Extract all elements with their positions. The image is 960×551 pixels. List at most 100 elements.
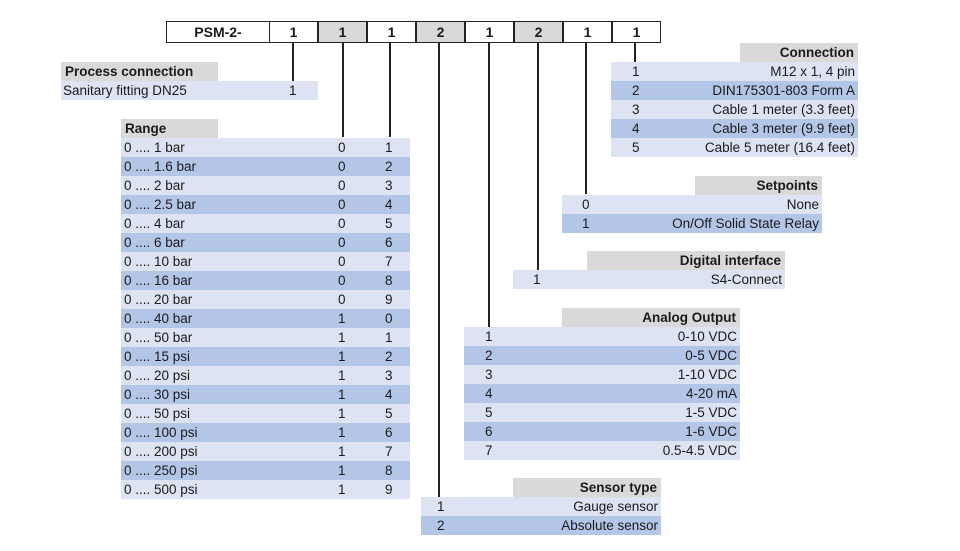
range-label: 0 .... 500 psi (124, 482, 198, 497)
range-code-second: 0 (385, 311, 393, 326)
range-code-second: 3 (385, 368, 393, 383)
range-label: 0 .... 40 bar (124, 311, 193, 326)
code-digit-5: 1 (465, 21, 514, 43)
analog-output-label: 1-6 VDC (685, 424, 737, 439)
connection-code: 1 (632, 64, 640, 79)
code-digit-7: 1 (563, 21, 612, 43)
analog-output-code: 2 (485, 348, 493, 363)
analog-output-label: 0.5-4.5 VDC (662, 443, 737, 458)
setpoints-code: 0 (582, 197, 590, 212)
connection-code: 2 (632, 83, 640, 98)
analog-output-code: 1 (485, 329, 493, 344)
sensor-type-label: Absolute sensor (561, 518, 658, 533)
sensor-type-label: Gauge sensor (573, 499, 658, 514)
range-code-first: 1 (338, 349, 346, 364)
setpoints-row: 0 None (562, 195, 822, 214)
connection-row: 4 Cable 3 meter (9.9 feet) (611, 119, 858, 138)
range-code-second: 4 (385, 197, 393, 212)
analog-output-label: 1-10 VDC (677, 367, 737, 382)
range-code-first: 0 (338, 235, 346, 250)
range-code-second: 6 (385, 425, 393, 440)
setpoints-label: On/Off Solid State Relay (672, 216, 819, 231)
connection-label: DIN175301-803 Form A (712, 83, 855, 98)
setpoints-title: Setpoints (695, 176, 822, 195)
range-row: 0 .... 200 psi 1 7 (121, 442, 410, 461)
connector-line-5 (488, 43, 490, 327)
connection-row: 2 DIN175301-803 Form A (611, 81, 858, 100)
range-code-first: 0 (338, 140, 346, 155)
range-code-first: 0 (338, 254, 346, 269)
range-label: 0 .... 50 psi (124, 406, 191, 421)
sensor-type-code: 1 (437, 499, 445, 514)
connector-line-7 (585, 43, 587, 194)
range-label: 0 .... 200 psi (124, 444, 198, 459)
analog-output-code: 6 (485, 424, 493, 439)
range-code-second: 5 (385, 216, 393, 231)
range-label: 0 .... 6 bar (124, 235, 185, 250)
code-digit-6: 2 (514, 21, 563, 43)
range-label: 0 .... 15 psi (124, 349, 191, 364)
analog-output-code: 5 (485, 405, 493, 420)
range-code-first: 0 (338, 159, 346, 174)
range-code-second: 7 (385, 254, 393, 269)
range-row: 0 .... 10 bar 0 7 (121, 252, 410, 271)
connection-code: 3 (632, 102, 640, 117)
range-code-second: 9 (385, 292, 393, 307)
analog-output-title: Analog Output (562, 308, 740, 327)
range-code-first: 1 (338, 387, 346, 402)
range-label: 0 .... 250 psi (124, 463, 198, 478)
range-label: 0 .... 2.5 bar (124, 197, 197, 212)
range-code-first: 1 (338, 463, 346, 478)
range-code-first: 1 (338, 482, 346, 497)
range-code-first: 0 (338, 197, 346, 212)
code-digit-2: 1 (318, 21, 367, 43)
range-code-first: 1 (338, 444, 346, 459)
range-title: Range (121, 119, 218, 138)
range-label: 0 .... 30 psi (124, 387, 191, 402)
connection-label: Cable 1 meter (3.3 feet) (712, 102, 855, 117)
code-digit-3: 1 (367, 21, 416, 43)
range-label: 0 .... 2 bar (124, 178, 185, 193)
connection-label: Cable 3 meter (9.9 feet) (712, 121, 855, 136)
range-label: 0 .... 10 bar (124, 254, 193, 269)
connector-line-4 (438, 43, 440, 497)
range-code-second: 7 (385, 444, 393, 459)
range-row: 0 .... 1 bar 0 1 (121, 138, 410, 157)
range-row: 0 .... 2.5 bar 0 4 (121, 195, 410, 214)
range-code-second: 1 (385, 330, 393, 345)
connector-line-3 (389, 43, 391, 137)
order-code-prefix: PSM-2- (166, 21, 270, 43)
range-code-first: 1 (338, 311, 346, 326)
range-code-second: 8 (385, 273, 393, 288)
range-label: 0 .... 1 bar (124, 140, 185, 155)
range-label: 0 .... 100 psi (124, 425, 198, 440)
range-row: 0 .... 500 psi 1 9 (121, 480, 410, 499)
range-code-second: 2 (385, 159, 393, 174)
range-label: 0 .... 1.6 bar (124, 159, 197, 174)
analog-output-row: 6 1-6 VDC (464, 422, 740, 441)
range-label: 0 .... 50 bar (124, 330, 193, 345)
analog-output-code: 7 (485, 443, 493, 458)
range-code-second: 1 (385, 140, 393, 155)
process-connection-code: 1 (289, 83, 297, 98)
range-code-second: 9 (385, 482, 393, 497)
setpoints-label: None (786, 197, 819, 212)
analog-output-row: 7 0.5-4.5 VDC (464, 441, 740, 460)
connection-title: Connection (740, 43, 858, 62)
sensor-type-code: 2 (437, 518, 445, 533)
range-code-second: 5 (385, 406, 393, 421)
connection-label: M12 x 1, 4 pin (770, 64, 855, 79)
digital-interface-code: 1 (533, 272, 541, 287)
connection-code: 4 (632, 121, 640, 136)
